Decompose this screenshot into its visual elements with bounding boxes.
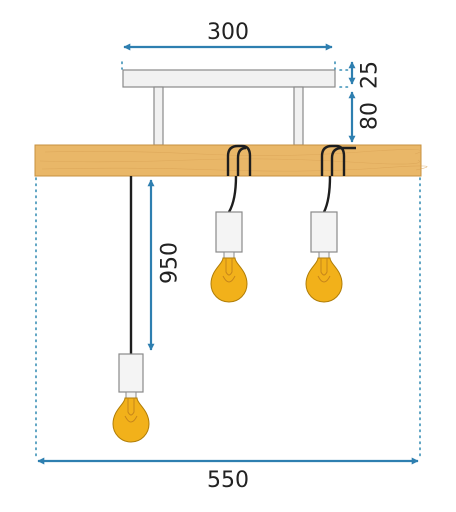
wood-grain	[39, 149, 428, 172]
mounting-rod-right	[293, 86, 304, 146]
cable-middle	[227, 175, 238, 213]
cable-right	[322, 175, 332, 213]
dim-label-950: 950	[158, 242, 183, 284]
pendant-middle	[210, 211, 248, 303]
pendant-bulb-icon	[305, 211, 343, 303]
ceiling-canopy	[122, 69, 336, 88]
dim-label-25: 25	[358, 61, 383, 89]
cable-wraps	[226, 144, 356, 176]
dim-label-80: 80	[358, 102, 383, 130]
dim-label-550: 550	[207, 468, 249, 493]
pendant-right	[305, 211, 343, 303]
dimension-lines	[37, 43, 419, 465]
mounting-rod-left	[153, 86, 164, 146]
pendant-bulb-icon	[210, 211, 248, 303]
pendant-bulb-icon	[112, 353, 150, 443]
dim-label-300: 300	[207, 20, 249, 45]
pendant-left	[112, 353, 150, 443]
guide-lines	[35, 61, 421, 457]
